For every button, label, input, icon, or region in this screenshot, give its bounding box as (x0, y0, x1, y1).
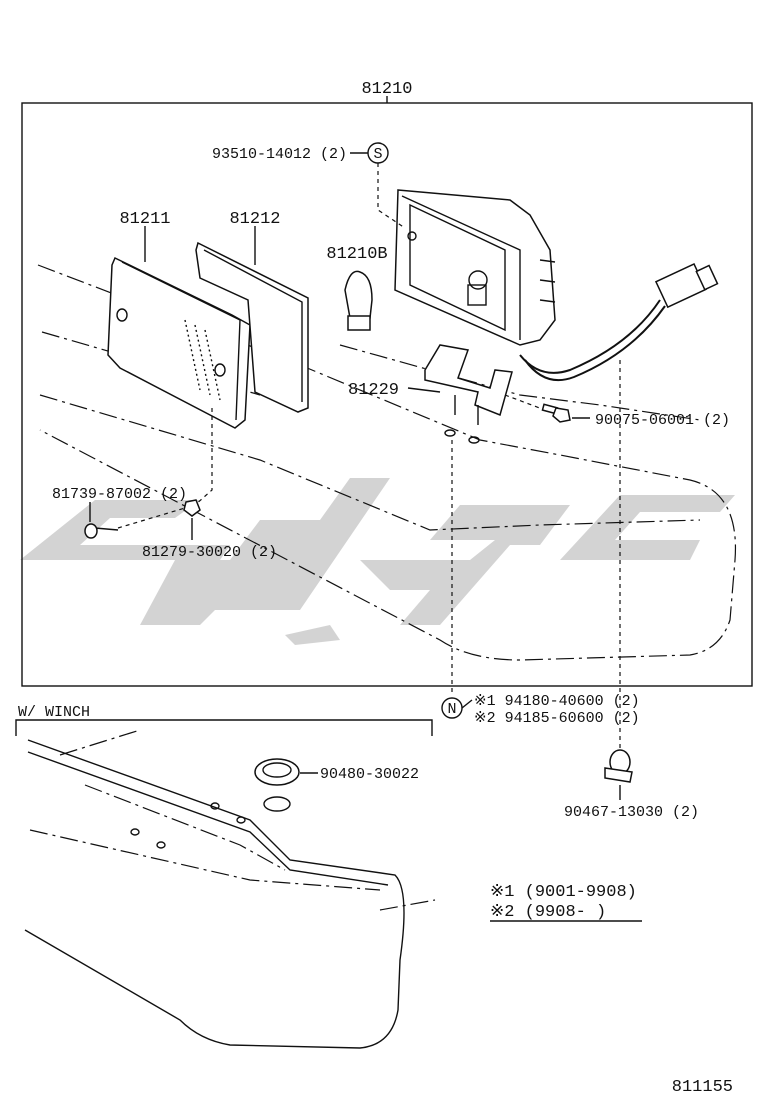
bulb-81210b (344, 270, 373, 331)
label-nut-note1: ※1 94180-40600 (2) (474, 693, 640, 710)
watermark-logo (20, 478, 735, 645)
legend-note1: ※1 (9001-9908) (490, 883, 637, 902)
screw-81739 (84, 507, 186, 539)
leader-81229 (407, 387, 441, 393)
label-90480: 90480-30022 (320, 766, 419, 783)
lamp-housing (394, 189, 556, 346)
wire-harness (519, 263, 719, 382)
label-81229: 81229 (348, 381, 399, 400)
legend-note2: ※2 (9908- ) (490, 903, 606, 922)
nut-81279 (183, 499, 201, 517)
label-81739: 81739-87002 (2) (52, 486, 187, 503)
plug-90480 (254, 758, 300, 812)
label-81211: 81211 (119, 210, 170, 229)
winch-bumper (24, 729, 436, 1049)
label-90467: 90467-13030 (2) (564, 804, 699, 821)
guide-lens-screw (194, 408, 213, 506)
marker-s-label: S (373, 146, 382, 163)
leader-n (461, 699, 473, 709)
gasket-81212 (195, 241, 309, 413)
label-81279: 81279-30020 (2) (142, 544, 277, 561)
bolt-90075 (504, 394, 571, 423)
bracket-81229 (424, 344, 513, 444)
label-81210b: 81210B (326, 245, 387, 264)
winch-section-bracket (15, 719, 433, 736)
lens-81211 (107, 256, 251, 429)
label-81210: 81210 (361, 80, 412, 99)
marker-n-label: N (447, 701, 456, 718)
label-90075: 90075-06001 (2) (595, 412, 730, 429)
legend: ※1 (9001-9908) ※2 (9908- ) (490, 883, 642, 922)
winch-section-title: W/ WINCH (18, 704, 90, 721)
diagram-id: 811155 (672, 1078, 733, 1097)
label-nut-note2: ※2 94185-60600 (2) (474, 710, 640, 727)
label-93510: 93510-14012 (2) (212, 146, 347, 163)
label-81212: 81212 (229, 210, 280, 229)
clamp-90467 (604, 749, 633, 800)
